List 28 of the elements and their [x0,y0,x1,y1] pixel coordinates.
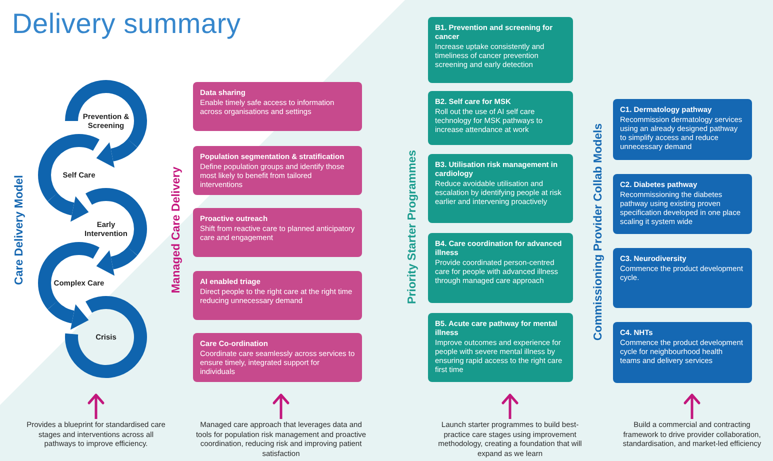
initiative-card [193,271,362,320]
column-heading: Managed Care Delivery [170,166,184,294]
initiative-card [193,333,362,382]
column-heading: Care Delivery Model [14,175,26,285]
initiative-card [428,17,573,83]
initiative-card [613,248,752,308]
initiative-card [428,154,573,223]
initiative-card [193,82,362,131]
arrow [88,394,104,419]
initiative-card [613,99,752,160]
stage-ring [65,296,147,378]
initiative-card [613,322,752,383]
initiative-card [193,208,362,257]
arrow [272,394,290,419]
curved-arrow [48,192,89,222]
column-heading: Priority Starter Programmes [406,150,420,304]
initiative-card [193,146,362,195]
curved-arrow [96,246,138,276]
curved-arrow [96,138,138,168]
arrow [502,394,518,419]
initiative-card [428,313,573,382]
column-heading: Commissioning Provider Collab Models [592,123,606,341]
initiative-card [428,233,573,303]
arrow [684,394,700,419]
curved-arrow [48,300,89,330]
initiative-card [428,91,573,145]
page-title: Delivery summary [12,8,241,40]
initiative-card [613,174,752,234]
